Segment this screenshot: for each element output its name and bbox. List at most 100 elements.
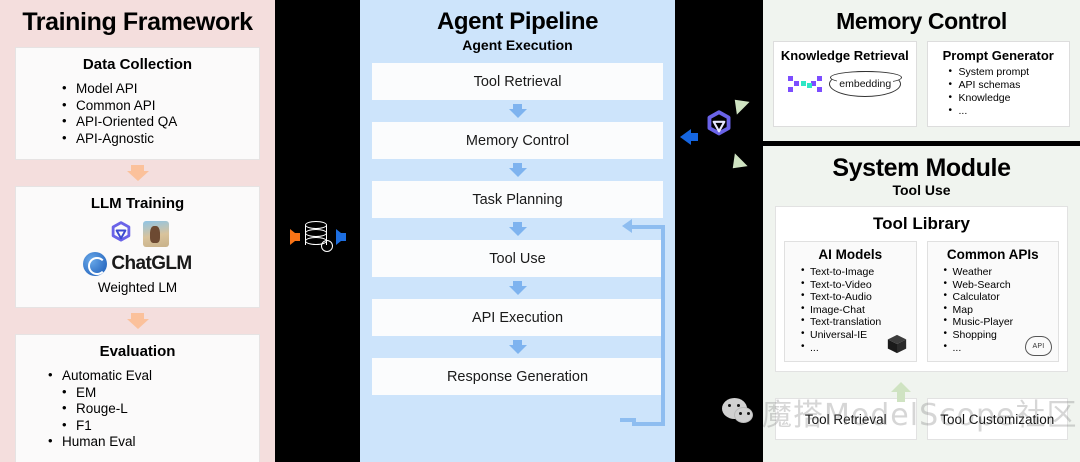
common-apis-card: Common APIs Weather Web-Search Calculato… [926,241,1059,363]
pipeline-step-task-planning[interactable]: Task Planning [372,181,663,218]
llm-logo-row [16,220,259,248]
training-framework-column: Training Framework Data Collection Model… [0,0,275,462]
system-module-panel: System Module Tool Use Tool Library AI M… [763,146,1080,462]
tool-library-row: AI Models Text-to-Image Text-to-Video Te… [784,241,1059,363]
pipeline-step-memory-control[interactable]: Memory Control [372,122,663,159]
blue-left-arrow-icon [680,129,698,145]
ai-models-card: AI Models Text-to-Image Text-to-Video Te… [784,241,917,363]
llama-logo-icon [142,221,169,247]
ai-models-list: Text-to-Image Text-to-Video Text-to-Audi… [800,265,911,355]
list-item: F1 [60,417,259,435]
arrow-head [126,171,149,181]
list-item: Shopping [943,328,1054,342]
tool-library-heading: Tool Library [873,214,970,233]
pipeline-step-api-execution[interactable]: API Execution [372,299,663,336]
list-item: API-Agnostic [60,130,259,148]
chatglm-logo-row: ChatGLM [16,252,259,276]
green-up-arrow-head-icon [891,382,911,392]
left-black-band [275,0,360,462]
weighted-lm-caption: Weighted LM [97,280,178,295]
pipeline-feedback-loop-tail [620,418,636,422]
training-framework-title: Training Framework [22,8,253,36]
db-body [304,225,327,245]
agent-pipeline-subtitle: Agent Execution [462,37,573,53]
gear-icon [320,240,333,252]
agent-pipeline-title: Agent Pipeline [436,8,599,35]
tool-library-card: Tool Library AI Models Text-to-Image Tex… [775,206,1068,373]
system-bottom-row: Tool Retrieval Tool Customization [775,398,1068,441]
list-item: Common API [60,97,259,115]
arrow-stem [131,313,144,319]
evaluation-heading: Evaluation [99,343,176,360]
list-item: API-Oriented QA [60,113,259,131]
green-arrow-lower-icon [726,153,748,175]
list-item: ... [948,104,1064,118]
tool-retrieval-card[interactable]: Tool Retrieval [775,398,917,441]
embedding-database-icon: embedding [829,70,903,97]
blue-right-arrow-icon [335,229,346,245]
list-item: Knowledge [948,91,1064,105]
knowledge-retrieval-card: Knowledge Retrieval embedding [773,41,917,127]
api-cloud-icon: API [1025,336,1052,357]
chatglm-label: ChatGLM [111,253,192,274]
pipeline-step-response-generation[interactable]: Response Generation [372,358,663,395]
list-item: Map [943,303,1054,317]
arrow-head [126,319,149,329]
tool-customization-card[interactable]: Tool Customization [926,398,1068,441]
pipeline-feedback-loop-arrow [622,219,665,426]
list-item: Text-to-Video [800,278,911,292]
data-collection-card: Data Collection Model API Common API API… [15,47,260,160]
orange-right-arrow-icon [289,229,300,245]
chatglm-mark-icon [83,252,108,276]
list-item: Image-Chat [800,303,911,317]
modelscope-logo-icon [107,220,135,248]
list-item: Text-to-Image [800,265,911,279]
list-item: Human Eval [46,433,259,451]
right-black-band [675,0,763,462]
evaluation-card: Evaluation Automatic Eval EM Rouge-L F1 … [15,334,260,462]
list-item: Web-Search [943,278,1054,292]
llm-training-card: LLM Training ChatGLM Weighted LM [15,186,260,308]
pipeline-arrow [360,277,675,299]
pipeline-step-tool-use[interactable]: Tool Use [372,240,663,277]
list-item: Weather [943,265,1054,279]
db-ring [304,229,327,237]
common-apis-heading: Common APIs [946,247,1039,262]
data-collection-list: Model API Common API API-Oriented QA API… [60,80,259,148]
system-module-title: System Module [832,154,1011,182]
pipeline-step-tool-retrieval[interactable]: Tool Retrieval [372,63,663,100]
right-column: Memory Control Knowledge Retrieval [763,0,1080,462]
cube-icon [886,333,908,355]
evaluation-sublist: EM Rouge-L F1 [60,384,259,435]
knowledge-retrieval-icons: embedding [780,70,910,97]
modelscope-cluster [675,93,763,195]
list-item: Text-to-Audio [800,290,911,304]
memory-control-panel: Memory Control Knowledge Retrieval [763,0,1080,141]
prompt-generator-heading: Prompt Generator [942,48,1054,63]
system-module-subtitle: Tool Use [892,182,951,198]
pipeline-arrow [360,336,675,358]
arrow-stem [131,165,144,171]
list-item: Music-Player [943,315,1054,329]
modelscope-logo-icon [702,109,736,143]
pipeline-arrow [360,218,675,240]
memory-cards-row: Knowledge Retrieval embedding [763,35,1080,127]
ai-models-heading: AI Models [818,247,883,262]
list-item: Rouge-L [60,400,259,418]
knowledge-retrieval-heading: Knowledge Retrieval [780,48,909,63]
list-item: ... [800,341,911,355]
arrow-training-to-eval [0,308,275,334]
evaluation-list-2: Human Eval [46,433,259,451]
pipeline-arrow [360,100,675,122]
pipeline-arrow [360,159,675,181]
agent-pipeline-column: Agent Pipeline Agent Execution Tool Retr… [360,0,675,462]
list-item: Model API [60,80,259,98]
embedding-brackets-icon [788,74,823,94]
list-item: Text-translation [800,315,911,329]
arrow-data-to-training [0,160,275,186]
green-up-arrow-stem [897,392,905,402]
list-item: Automatic Eval [46,367,259,385]
list-item: Calculator [943,290,1054,304]
llm-training-heading: LLM Training [90,195,185,212]
